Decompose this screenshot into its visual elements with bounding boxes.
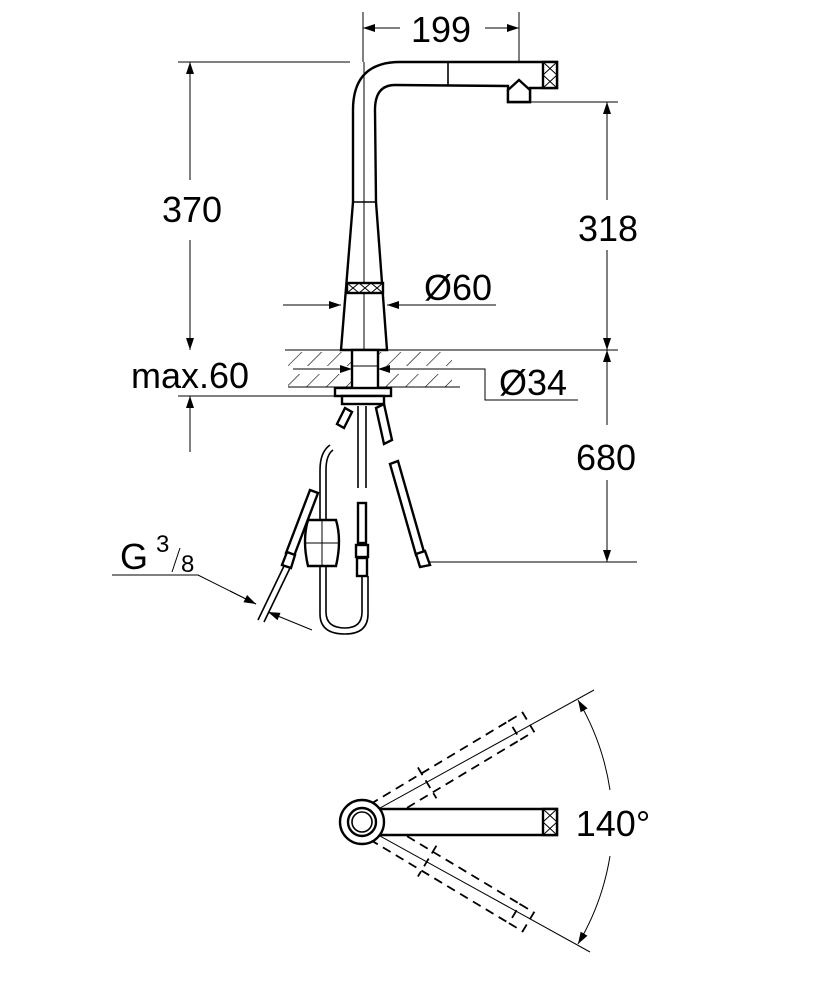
dimension-199-label: 199	[411, 9, 471, 50]
dimension-swivel-angle: 140°	[576, 699, 650, 945]
dimension-diameter-34: Ø34	[293, 362, 578, 403]
connection-thread-label: G 3 8	[112, 531, 313, 631]
supply-hoses	[257, 402, 637, 635]
dimension-318-label: 318	[578, 208, 638, 249]
dimension-max-60: max.60	[131, 355, 335, 452]
faucet-side-view	[339, 60, 559, 352]
faucet-top-view	[338, 689, 595, 953]
dimension-680: 680	[576, 350, 636, 562]
dimension-diameter-60: Ø60	[283, 267, 496, 309]
swivel-angle-label: 140°	[576, 803, 650, 844]
dimension-370: 370	[162, 61, 350, 350]
dimension-diameter-34-label: Ø34	[499, 362, 567, 403]
dimension-max-60-label: max.60	[131, 355, 249, 396]
thread-letter: G	[120, 536, 148, 577]
dimension-680-label: 680	[576, 437, 636, 478]
thread-numerator: 3	[156, 531, 169, 558]
dimension-199: 199	[362, 9, 520, 100]
dimension-318: 318	[530, 101, 638, 350]
mounting-shank	[350, 348, 380, 392]
dimension-370-label: 370	[162, 189, 222, 230]
dimension-diameter-60-label: Ø60	[424, 267, 492, 308]
countertop-section	[288, 348, 460, 406]
thread-denominator: 8	[181, 551, 194, 578]
